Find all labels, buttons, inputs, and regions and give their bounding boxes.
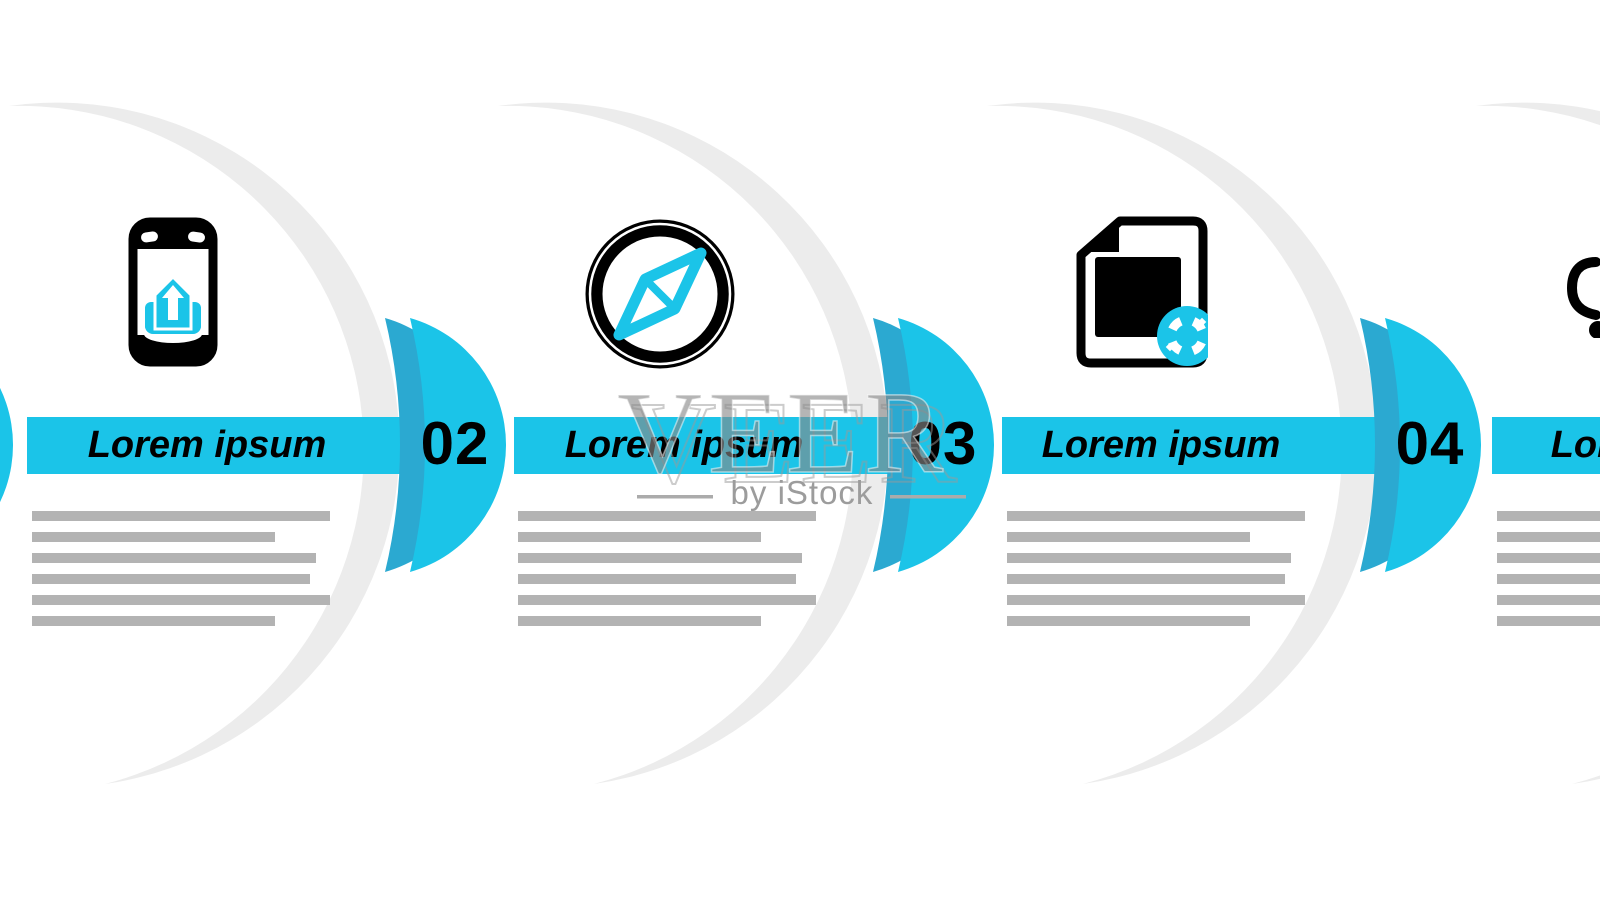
placeholder-line bbox=[1497, 574, 1600, 584]
placeholder-text-block bbox=[1497, 511, 1600, 637]
placeholder-line bbox=[1007, 532, 1250, 542]
placeholder-line bbox=[1007, 616, 1250, 626]
placeholder-line bbox=[518, 616, 761, 626]
step-label: Lorem ipsum bbox=[564, 424, 804, 466]
placeholder-line bbox=[1497, 532, 1600, 542]
placeholder-line bbox=[1007, 511, 1305, 521]
crescent-marker-04 bbox=[1360, 318, 1482, 572]
crescent-marker-edge bbox=[0, 387, 14, 503]
timeline-band-segment bbox=[1002, 417, 1378, 474]
placeholder-line bbox=[1007, 574, 1285, 584]
clipped-right-icon bbox=[1566, 254, 1600, 343]
crescent-marker-02 bbox=[385, 318, 507, 572]
placeholder-line bbox=[518, 553, 802, 563]
timeline-band-segment bbox=[1492, 417, 1600, 474]
placeholder-text-block bbox=[32, 511, 432, 637]
timeline-band-segment bbox=[27, 417, 403, 474]
placeholder-line bbox=[32, 511, 330, 521]
step-number: 03 bbox=[908, 410, 978, 477]
placeholder-line bbox=[1497, 511, 1600, 521]
placeholder-line bbox=[518, 595, 816, 605]
placeholder-line bbox=[1497, 553, 1600, 563]
placeholder-line bbox=[32, 532, 275, 542]
placeholder-line bbox=[32, 553, 316, 563]
placeholder-line bbox=[32, 595, 330, 605]
step-label: Lorem ipsum bbox=[1550, 424, 1600, 466]
placeholder-line bbox=[1007, 595, 1305, 605]
placeholder-text-block bbox=[1007, 511, 1407, 637]
smartphone-upload-icon bbox=[128, 217, 218, 372]
placeholder-line bbox=[1497, 595, 1600, 605]
placeholder-line bbox=[518, 574, 796, 584]
step-label: Lorem ipsum bbox=[87, 424, 327, 466]
placeholder-text-block bbox=[518, 511, 918, 637]
step-number: 04 bbox=[1395, 410, 1465, 477]
placeholder-line bbox=[32, 616, 275, 626]
step-label: Lorem ipsum bbox=[1041, 424, 1281, 466]
document-sync-icon bbox=[1074, 213, 1217, 374]
placeholder-line bbox=[518, 511, 816, 521]
placeholder-line bbox=[32, 574, 310, 584]
placeholder-line bbox=[1007, 553, 1291, 563]
placeholder-line bbox=[1497, 616, 1600, 626]
placeholder-line bbox=[518, 532, 761, 542]
compass-icon bbox=[584, 218, 736, 375]
crescent-marker-03 bbox=[873, 318, 995, 572]
step-number: 02 bbox=[420, 410, 490, 477]
timeline-band-segment bbox=[514, 417, 890, 474]
